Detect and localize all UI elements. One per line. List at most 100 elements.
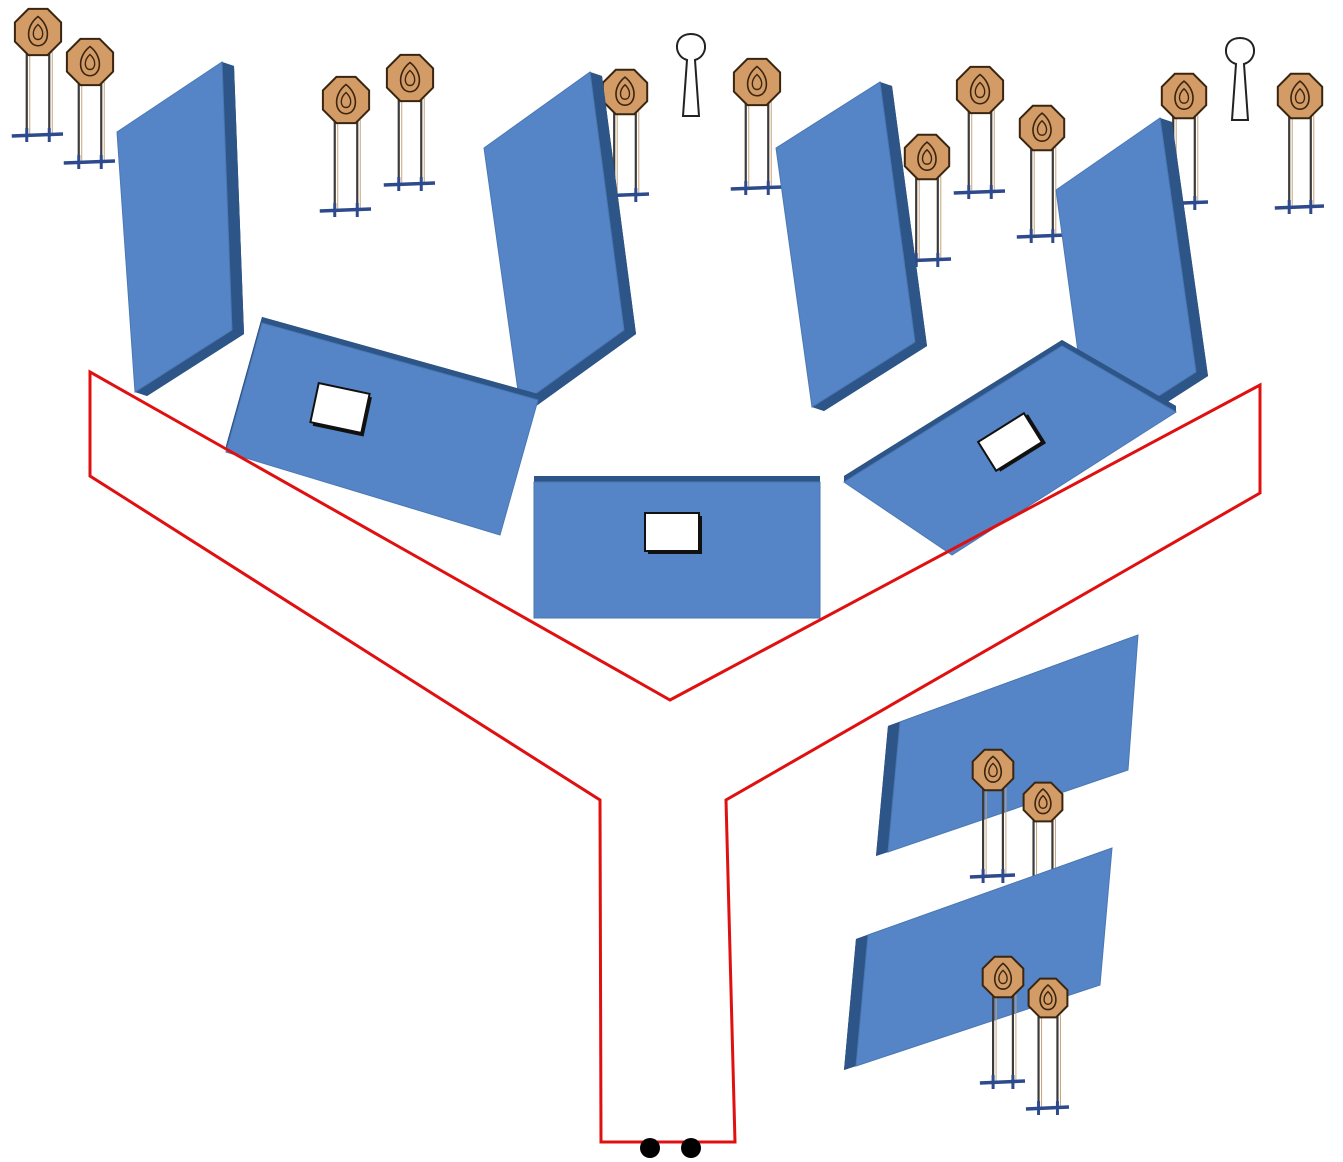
octagon-target-icon bbox=[321, 75, 371, 125]
octagon-target-icon bbox=[903, 133, 951, 181]
window-port-icon bbox=[309, 381, 371, 435]
wall-edge bbox=[520, 330, 636, 409]
stand-base bbox=[383, 181, 436, 187]
steel-target bbox=[11, 7, 64, 142]
side-wall-upper bbox=[876, 634, 1139, 856]
window-port-icon bbox=[976, 411, 1044, 473]
start-position-marker bbox=[681, 1138, 701, 1158]
wall-edge bbox=[880, 82, 927, 346]
wall-edge bbox=[262, 317, 538, 400]
no-shoot-target bbox=[676, 32, 706, 117]
target-scoring-ring bbox=[1034, 787, 1052, 815]
rear-wall-2 bbox=[483, 71, 636, 409]
steel-target bbox=[63, 37, 116, 169]
target-center-ring bbox=[32, 23, 44, 41]
stand-base bbox=[319, 207, 372, 213]
rear-wall-4 bbox=[1055, 117, 1208, 444]
wall-window bbox=[976, 411, 1047, 473]
wall-window bbox=[644, 512, 702, 554]
wall-edge bbox=[135, 330, 244, 396]
target-scoring-ring bbox=[335, 83, 357, 115]
wall-face bbox=[483, 71, 625, 406]
wall-edge bbox=[1160, 118, 1208, 376]
no-shoot-silhouette-icon bbox=[1225, 36, 1255, 121]
target-scoring-ring bbox=[27, 15, 49, 47]
target-center-ring bbox=[340, 91, 352, 109]
steel-target bbox=[1025, 977, 1070, 1115]
target-scoring-ring bbox=[399, 61, 421, 93]
wall-window bbox=[309, 381, 372, 437]
shooting-area-layer bbox=[88, 369, 1262, 1158]
shooting-area-boundary bbox=[88, 369, 1262, 1144]
target-scoring-ring bbox=[1032, 112, 1052, 143]
target-center-ring bbox=[998, 969, 1008, 985]
target-scoring-ring bbox=[79, 45, 101, 77]
stand-base bbox=[979, 1079, 1026, 1085]
front-wall-left bbox=[225, 317, 539, 536]
rear-wall-1 bbox=[116, 61, 244, 396]
stand-base bbox=[63, 159, 116, 165]
stand-base bbox=[1016, 233, 1067, 239]
target-center-ring bbox=[84, 53, 96, 71]
no-shoot-target bbox=[1225, 36, 1255, 121]
target-center-ring bbox=[1036, 119, 1048, 136]
side-wall-lower bbox=[844, 847, 1113, 1070]
target-center-ring bbox=[1043, 990, 1053, 1006]
target-center-ring bbox=[1178, 87, 1190, 104]
steel-target bbox=[319, 75, 372, 217]
octagon-target-icon bbox=[1160, 72, 1208, 120]
target-center-ring bbox=[619, 83, 631, 100]
target-center-ring bbox=[921, 148, 933, 165]
stand-base bbox=[1274, 204, 1325, 210]
no-shoot-silhouette-icon bbox=[676, 32, 706, 117]
start-position-marker bbox=[640, 1138, 660, 1158]
octagon-target-icon bbox=[955, 65, 1005, 115]
stand-base bbox=[1025, 1105, 1070, 1111]
wall-face bbox=[775, 81, 916, 408]
steel-target bbox=[953, 65, 1006, 199]
octagon-target-icon bbox=[971, 748, 1015, 792]
steel-target bbox=[979, 955, 1026, 1089]
target-scoring-ring bbox=[1290, 80, 1310, 111]
side-walls-layer bbox=[844, 634, 1139, 1115]
wall-face bbox=[116, 61, 233, 393]
target-center-ring bbox=[974, 81, 986, 99]
wall-face bbox=[855, 847, 1113, 1067]
octagon-target-icon bbox=[65, 37, 115, 87]
target-center-ring bbox=[988, 762, 998, 778]
octagon-target-icon bbox=[385, 53, 435, 103]
background-targets-layer bbox=[11, 7, 1325, 267]
wall-edge bbox=[876, 722, 900, 856]
wall-face bbox=[225, 322, 539, 536]
stand-base bbox=[730, 185, 783, 191]
wall-edge bbox=[844, 340, 1062, 482]
steel-target bbox=[1274, 72, 1325, 214]
stand-base bbox=[953, 189, 1006, 195]
wall-edge bbox=[844, 935, 868, 1070]
front-walls-layer bbox=[225, 317, 1177, 619]
wall-edge bbox=[534, 476, 820, 482]
wall-edge bbox=[1062, 340, 1176, 412]
target-center-ring bbox=[751, 73, 763, 91]
octagon-target-icon bbox=[13, 7, 63, 57]
stand-base bbox=[11, 132, 64, 138]
target-scoring-ring bbox=[993, 962, 1013, 990]
stand-base bbox=[969, 873, 1016, 879]
target-scoring-ring bbox=[746, 65, 768, 97]
steel-target bbox=[901, 133, 952, 267]
target-scoring-ring bbox=[983, 755, 1003, 783]
octagon-target-icon bbox=[1276, 72, 1324, 120]
wall-face bbox=[887, 634, 1139, 853]
target-scoring-ring bbox=[969, 73, 991, 105]
rear-wall-3 bbox=[775, 81, 927, 411]
target-scoring-ring bbox=[917, 141, 937, 172]
target-center-ring bbox=[404, 69, 416, 87]
steel-target bbox=[1016, 104, 1067, 243]
target-center-ring bbox=[1038, 794, 1048, 810]
steel-target bbox=[383, 53, 436, 191]
steel-target bbox=[730, 57, 783, 195]
octagon-target-icon bbox=[1027, 977, 1069, 1019]
octagon-target-icon bbox=[1022, 781, 1064, 823]
octagon-target-icon bbox=[981, 955, 1025, 999]
